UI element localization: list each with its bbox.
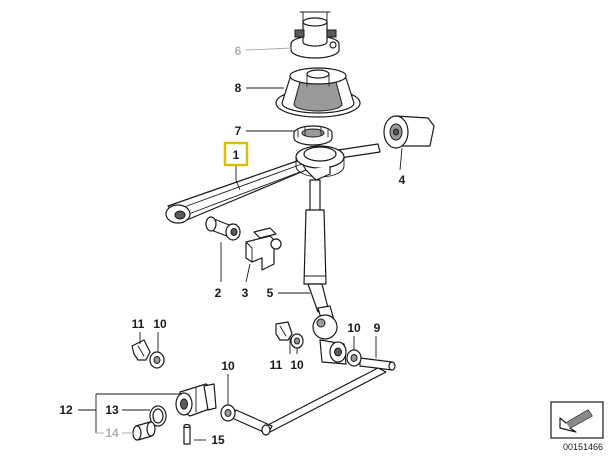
highlight-box (223, 141, 249, 167)
part-7-ring (293, 125, 333, 146)
callout-10-d: 10 (221, 359, 235, 373)
callout-14: 14 (105, 426, 119, 440)
part-11-clip-right (275, 321, 293, 341)
part-4-rubber-block (383, 115, 435, 149)
callout-8: 8 (235, 81, 242, 95)
callout-5: 5 (267, 286, 274, 300)
part-8-boot (275, 67, 361, 118)
callout-7: 7 (235, 124, 242, 138)
callout-4: 4 (399, 173, 406, 187)
part-2-bushing (205, 216, 241, 241)
part-13-ring (149, 405, 167, 427)
callout-11-a: 11 (132, 317, 145, 331)
callout-3: 3 (242, 286, 249, 300)
callout-6: 6 (235, 44, 242, 58)
part-3-bracket (245, 227, 282, 271)
callout-10-c: 10 (290, 358, 304, 372)
part-10-washer-left (149, 351, 165, 369)
part-10-washer-bottom (220, 404, 236, 422)
callout-10-a: 10 (153, 317, 167, 331)
part-5-shift-rod (303, 179, 338, 340)
part-9-linkage (231, 339, 396, 436)
callout-1: 1 (233, 148, 240, 162)
part-1-lever (165, 143, 381, 224)
part-10-washer-right (290, 333, 304, 349)
callout-15: 15 (211, 433, 225, 447)
callout-12: 12 (59, 403, 73, 417)
callout-9: 9 (374, 321, 381, 335)
callout-10-b: 10 (347, 321, 361, 335)
image-code: 00151466 (563, 442, 603, 452)
direction-arrow-icon (550, 401, 604, 439)
callout-11-b: 11 (270, 358, 283, 372)
callout-labels: 1 2 3 4 5 6 7 8 9 10 10 10 10 11 11 12 1… (59, 44, 405, 447)
part-6-clamp (290, 11, 340, 59)
part-13-joint (175, 383, 217, 417)
part-11-clip-left (131, 339, 151, 361)
leader-lines (78, 47, 403, 441)
part-14-bushing (132, 421, 156, 441)
callout-13: 13 (105, 403, 119, 417)
part-15-pin (183, 423, 191, 445)
callout-2: 2 (215, 286, 222, 300)
